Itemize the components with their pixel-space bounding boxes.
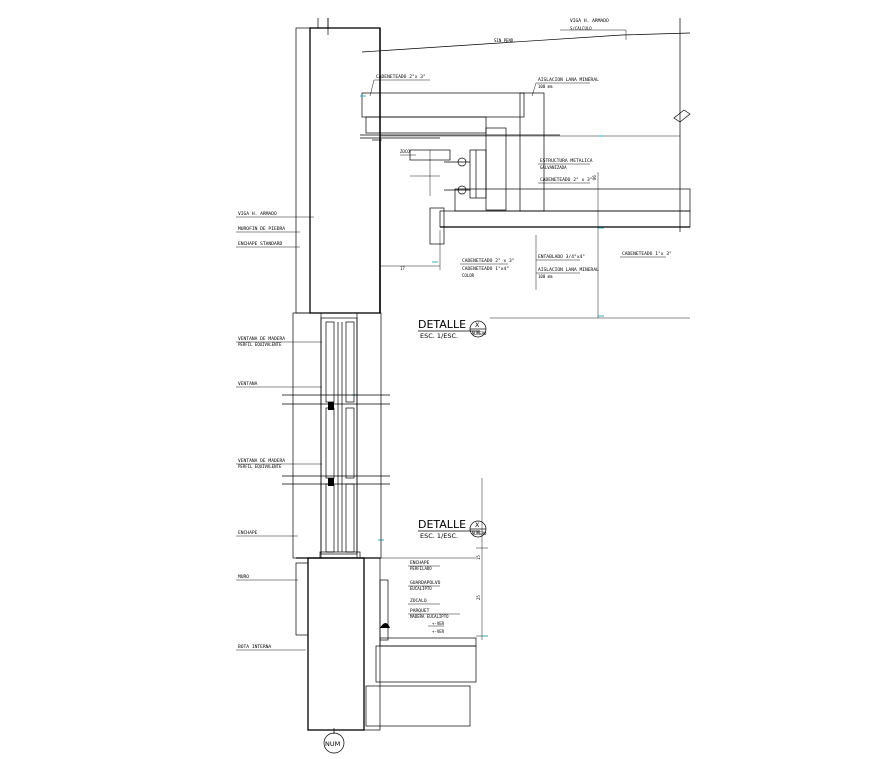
label-muro: MURO [238,574,249,580]
label-viga-left: VIGA H. ARMADO [238,211,277,217]
label-aislacion-1: AISLACION LANA MINERAL [538,77,599,83]
window-section [282,312,390,559]
label-entablado: ENTABLADO 3/4"x4" [538,254,585,260]
label-guardapolvo-sub: EUCALIPTO [410,586,432,591]
label-zapata: BOTA INTERNA [238,644,271,650]
label-cadeneteado-mid: CADENETEADO 2" x 3" [540,177,593,183]
dim-small: 17 [400,266,405,271]
num-tag: NUM [323,728,345,754]
label-ventana-1-sub: PERFIL EQUIVALENTE [238,342,282,347]
label-cadeneteado-right: CADENETEADO 1"x 3" [622,251,672,257]
upper-wall [295,18,381,314]
ceiling-insulation [429,188,691,245]
lower-floor [365,557,477,727]
label-cadeneteado-lower: CADENETEADO 2" x 3" [462,258,515,264]
label-guardapolvo: GUARDAPOLVO [410,580,441,586]
label-aislacion-2: AISLACION LANA MINERAL [538,267,599,273]
label-sin-pend: SIN PEND. [494,38,516,43]
label-viga-top-sub: S/CALCULO [570,26,592,31]
cyan-markers [352,95,604,637]
label-parquet: PARQUET [410,608,430,614]
detail-2-title: DETALLE [418,518,466,531]
label-cadeneteado-mid2: CADENETEADO 1"x4" [462,266,509,272]
label-cadeneteado-top: CADENETEADO 2"x 3" [376,74,426,80]
detail-title-1: DETALLE ESC. 1/ESC. X NUMERO [418,318,487,340]
label-estructura: ESTRUCTURA METALICA [540,158,593,164]
leaders-left [236,216,322,651]
label-ventana-2-sub: PERFIL EQUIVALENTE [238,464,282,469]
label-aislacion-2-sub: 100 mm [538,274,553,279]
label-ventana-1: VENTANA DE MADERA [238,336,285,342]
dim-right: 86 [592,175,597,180]
num-tag-label: NUM [325,740,340,748]
label-enchape-low-sub: PERFILADO [410,566,432,571]
leaders-right [369,79,666,627]
label-estructura-sub: GALVANIZADA [540,165,567,170]
detail-2-mark: X [475,521,480,529]
label-enchape: ENCHAPE [238,530,258,536]
label-enchape-low: ENCHAPE [410,560,430,566]
label-nivel-a: +-VER [432,621,445,626]
dim-low-1: 15 [476,555,481,560]
soffit [372,139,441,313]
label-ventana-2: VENTANA DE MADERA [238,458,285,464]
label-nivel-b: +-VER [432,629,445,634]
lower-wall [295,557,381,731]
label-viga-top: VIGA H. ARMADO [570,18,609,24]
detail-1-title: DETALLE [418,318,466,331]
roof-beam [361,18,691,232]
label-muro-piedra: MUROFIN DE PIEDRA [238,226,285,232]
detail-title-2: DETALLE ESC. 1/ESC. X NUMERO [418,518,487,540]
label-enchape-standard: ENCHAPE STANDARD [238,241,282,247]
detail-1-mark-sub: NUMERO [472,331,487,336]
label-zocalo: ZOCO [400,149,410,154]
label-ventana-mid: VENTANA [238,381,258,387]
dim-low-2: 25 [476,595,481,600]
label-aislacion-1-sub: 100 mm [538,84,553,89]
metal-framing [409,149,487,199]
detail-2-scale: ESC. 1/ESC. [420,532,458,540]
label-zocalo-low: ZOCALO [410,598,427,604]
detail-1-mark: X [475,321,480,329]
label-parquet-sub: MADERA EUCALIPTO [410,614,449,619]
detail-1-scale: ESC. 1/ESC. [420,332,458,340]
guide-lines [380,135,690,640]
label-cadeneteado-mid2-sub: COLOR [462,273,475,278]
detail-2-mark-sub: NUMERO [472,531,487,536]
